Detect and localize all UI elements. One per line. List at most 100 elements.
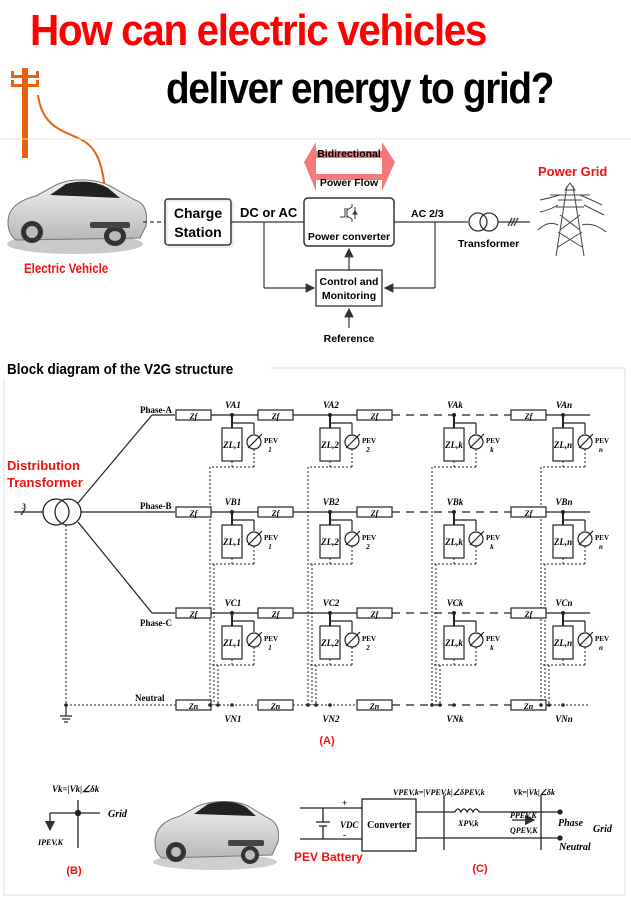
qpev-label: QPEV,K <box>510 826 538 835</box>
pev-label: PEV <box>595 437 609 445</box>
neutral-node-dot <box>216 703 220 707</box>
distribution-label-1: Distribution <box>7 458 80 473</box>
node-voltage-label: VA2 <box>323 400 339 410</box>
zf-impedance <box>356 607 393 619</box>
diagram-b-label: (B) <box>66 865 82 877</box>
pev-arrow <box>469 433 485 449</box>
pev-label: PEV <box>362 437 376 445</box>
transmission-tower-icon <box>537 182 607 257</box>
power-grid-label: Power Grid <box>538 164 607 179</box>
pev-arrow <box>247 530 263 546</box>
pev-index: 1 <box>268 446 272 454</box>
diagram-b <box>44 800 100 848</box>
zf-impedance <box>356 506 393 518</box>
pev-arrow <box>578 530 594 546</box>
load-impedance-label: ZL,n <box>553 537 572 547</box>
zn-impedance-label: Zn <box>369 702 380 711</box>
neutral-node-dot <box>547 703 551 707</box>
zn-impedance-label: Zn <box>188 702 199 711</box>
diagram-c <box>300 795 563 852</box>
pev-index: 1 <box>268 543 272 551</box>
node-voltage-label: VC2 <box>323 598 340 608</box>
transformer-icon <box>468 212 530 232</box>
zf-impedance-label: Zf <box>271 610 281 619</box>
node-voltage-label: VCn <box>555 598 572 608</box>
node-voltage-label: VBk <box>447 497 464 507</box>
zf-impedance-label: Zf <box>271 412 281 421</box>
zn-impedance-label: Zn <box>270 702 281 711</box>
neutral-node-dot <box>452 703 456 707</box>
load-impedance-label: ZL,n <box>553 440 572 450</box>
zf-impedance-label: Zf <box>271 509 281 518</box>
pev-arrow <box>345 631 361 647</box>
zf-impedance <box>510 607 547 619</box>
title-line-1: How can electric vehicles <box>30 6 487 55</box>
power-converter-label: Power converter <box>308 231 390 243</box>
node-voltage-label: VC1 <box>225 598 242 608</box>
pev-index: n <box>599 543 603 551</box>
pev-label: PEV <box>486 534 500 542</box>
load-impedance-label: ZL,1 <box>222 537 241 547</box>
load-impedance-label: ZL,k <box>444 537 463 547</box>
control-monitoring-box <box>315 269 383 307</box>
load-impedance-label: ZL,n <box>553 638 572 648</box>
diagram-b-grid-label: Grid <box>108 809 128 820</box>
pev-arrow <box>247 433 263 449</box>
load-impedance-label: ZL,2 <box>320 537 339 547</box>
phase-b-label: Phase-B <box>140 501 172 511</box>
load-impedance-label: ZL,k <box>444 638 463 648</box>
node-voltage-label: VB2 <box>323 497 340 507</box>
phase-a-label: Phase-A <box>140 405 172 415</box>
zf-impedance-label: Zf <box>524 509 534 518</box>
pev-index: k <box>490 543 494 551</box>
diagram-b-vk-equation: Vk=|Vk|∠δk <box>52 784 100 794</box>
zf-impedance <box>175 607 212 619</box>
zn-impedance-label: Zn <box>523 702 534 711</box>
load-impedance-label: ZL,2 <box>320 638 339 648</box>
node-voltage-label: VBn <box>555 497 572 507</box>
zf-impedance <box>510 506 547 518</box>
phase-c-label: Phase-C <box>140 618 172 628</box>
pev-label: PEV <box>486 437 500 445</box>
node-voltage-label: VAk <box>447 400 463 410</box>
load-impedance-label: ZL,1 <box>222 440 241 450</box>
transformer-label: Transformer <box>458 238 519 250</box>
pev-index: n <box>599 644 603 652</box>
section-frame <box>3 367 626 896</box>
zf-impedance-label: Zf <box>370 610 380 619</box>
charge-station-label-1: Charge <box>174 205 222 221</box>
pev-label: PEV <box>362 534 376 542</box>
reference-label: Reference <box>324 333 375 345</box>
pev-label: PEV <box>486 635 500 643</box>
zf-impedance-label: Zf <box>524 412 534 421</box>
pev-index: k <box>490 644 494 652</box>
wire <box>77 521 153 614</box>
neutral-voltage-label: VNk <box>446 714 464 724</box>
charge-station-label-2: Station <box>174 224 221 240</box>
pev-label: PEV <box>264 635 278 643</box>
bidirectional-label-2: Power Flow <box>320 177 379 189</box>
vpev-equation: VPEV,k=|VPEV,k|∠δPEV,k <box>393 788 485 797</box>
zf-impedance <box>257 607 294 619</box>
diagram-b-ipev-label: IPEV,K <box>37 838 64 847</box>
diagram-c-vk-equation: Vk=|Vk|∠δk <box>513 788 555 797</box>
neutral-voltage-label: VN2 <box>322 714 340 724</box>
neutral-voltage-label: VNn <box>555 714 573 724</box>
title-line-2: deliver energy to grid? <box>166 64 554 113</box>
bidirectional-label-1: Bidirectional <box>317 148 381 160</box>
ac-23-label: AC 2/3 <box>411 208 444 220</box>
control-label-2: Monitoring <box>322 290 376 302</box>
node-voltage-label: VA1 <box>225 400 241 410</box>
neutral-node-dot <box>306 703 310 707</box>
distribution-label-2: Transformer <box>7 475 83 490</box>
neutral-c-label: Neutral <box>558 842 591 853</box>
pev-label: PEV <box>264 534 278 542</box>
dc-or-ac-label: DC or AC <box>240 205 298 220</box>
load-impedance-label: ZL,k <box>444 440 463 450</box>
neutral-node-dot <box>539 703 543 707</box>
battery-minus: - <box>343 830 346 840</box>
node-voltage-label: VCk <box>447 598 464 608</box>
zf-impedance <box>175 506 212 518</box>
